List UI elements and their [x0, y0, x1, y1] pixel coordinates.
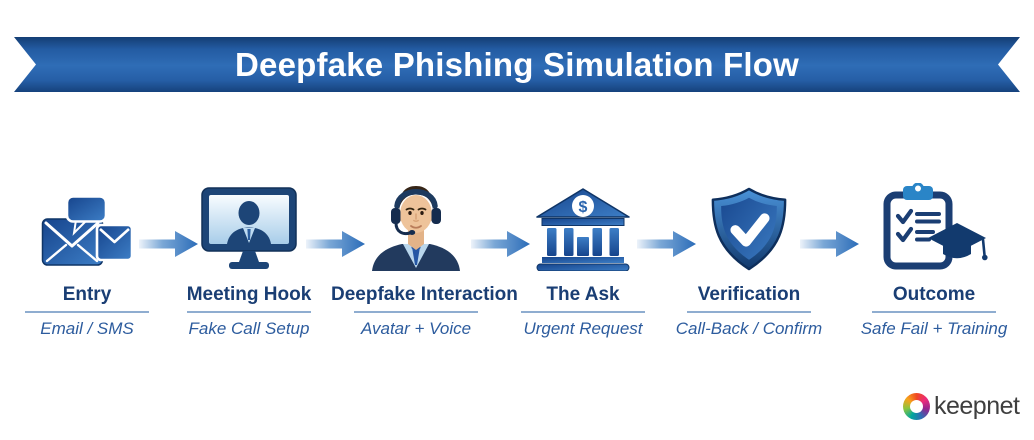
keepnet-logo: keepnet — [903, 392, 1020, 421]
step-subtitle: Avatar + Voice — [360, 319, 472, 338]
step-title: Entry — [62, 284, 112, 305]
step-underline — [25, 311, 149, 313]
title-banner-ribbon: Deepfake Phishing Simulation Flow — [14, 37, 1020, 92]
svg-text:$: $ — [579, 199, 588, 216]
step-subtitle: Fake Call Setup — [188, 319, 310, 338]
right-arrow-icon — [800, 228, 860, 260]
step-title: The Ask — [546, 284, 620, 305]
step-the-ask: $ The Ask Urgent Request — [498, 175, 668, 339]
step-title: Outcome — [892, 284, 976, 305]
step-verification: Verification Call-Back / Confirm — [664, 175, 834, 339]
right-arrow-icon — [306, 228, 366, 260]
step-subtitle: Email / SMS — [40, 319, 134, 338]
step-underline — [354, 311, 478, 313]
email-sms-icon — [2, 175, 172, 271]
step-title: Verification — [697, 284, 801, 305]
step-underline — [872, 311, 996, 313]
step-title: Meeting Hook — [186, 284, 312, 305]
step-subtitle: Call-Back / Confirm — [675, 319, 823, 338]
shield-check-icon — [664, 175, 834, 271]
step-deepfake-interaction: Deepfake Interaction Avatar + Voice — [331, 175, 518, 339]
step-meeting-hook: Meeting Hook Fake Call Setup — [164, 175, 334, 339]
page-title: Deepfake Phishing Simulation Flow — [234, 45, 799, 83]
video-call-monitor-icon — [164, 175, 334, 271]
step-subtitle: Safe Fail + Training — [860, 319, 1008, 338]
keepnet-pinwheel-icon — [903, 393, 930, 420]
bank-dollar-icon: $ — [498, 175, 668, 271]
step-outcome: Outcome Safe Fail + Training — [849, 175, 1019, 339]
right-arrow-icon — [471, 228, 531, 260]
keepnet-logo-text: keepnet — [934, 392, 1020, 420]
step-entry: Entry Email / SMS — [2, 175, 172, 339]
right-arrow-icon — [139, 228, 199, 260]
checklist-graduation-cap-icon — [849, 175, 1019, 271]
step-underline — [187, 311, 311, 313]
right-arrow-icon — [637, 228, 697, 260]
step-title: Deepfake Interaction — [331, 284, 518, 305]
step-underline — [521, 311, 645, 313]
deepfake-avatar-headset-icon — [331, 175, 501, 271]
step-underline — [687, 311, 811, 313]
step-subtitle: Urgent Request — [523, 319, 643, 338]
